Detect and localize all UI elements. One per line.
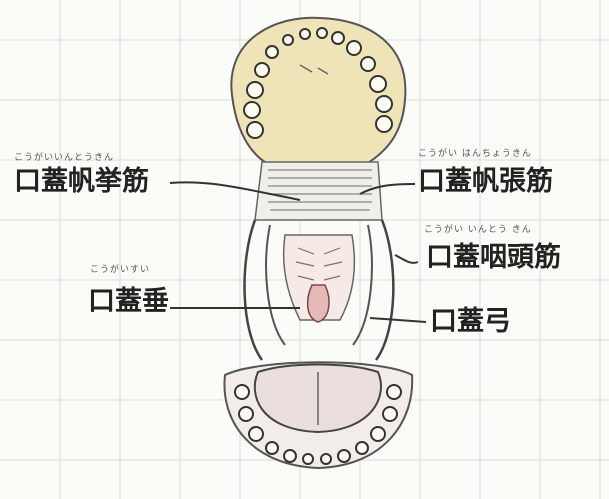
- label-palatine-arch: 口蓋弓: [430, 308, 511, 335]
- label-palatopharyngeal-muscle: 口蓋咽頭筋: [426, 244, 561, 271]
- label-tensor-veli-palatini: 口蓋帆張筋: [418, 168, 553, 195]
- label-ruby-uvula: こうがいすい: [90, 262, 150, 275]
- label-uvula: 口蓋垂: [88, 288, 169, 315]
- label-palatopharyngeus: 口蓋帆挙筋: [14, 168, 149, 195]
- uvula: [308, 285, 329, 322]
- label-ruby-tensor-veli-palatini: こうがい はんちょうきん: [418, 146, 532, 159]
- soft-palate: [255, 162, 382, 220]
- label-ruby-palatopharyngeal-muscle: こうがい いんとう きん: [424, 222, 532, 235]
- label-ruby-palatopharyngeus: こうがいいんとうきん: [14, 150, 114, 163]
